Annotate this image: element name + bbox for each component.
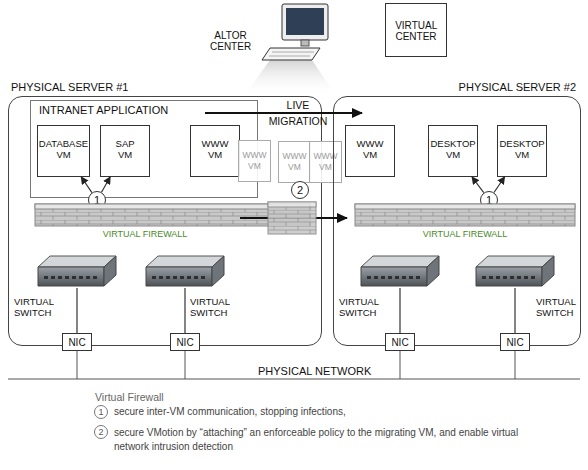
nic-box: NIC (62, 333, 92, 351)
switch-label: VIRTUAL SWITCH (339, 296, 379, 318)
nic-label: NIC (501, 337, 529, 348)
server-heading: PHYSICAL SERVER #2 (459, 82, 576, 93)
cable-line (184, 288, 185, 333)
arrow-label: LIVE MIGRATION (258, 97, 338, 129)
box-label: SAP VM (116, 138, 135, 160)
migrating-vm: WWW VM (238, 140, 271, 182)
callout-arrow (81, 177, 92, 193)
migration-arrow (205, 112, 362, 114)
vm-box: DESKTOP VM (497, 125, 547, 177)
callout-number: 2 (292, 185, 308, 196)
vm-box: VIRTUAL CENTER (385, 3, 447, 57)
box-label: DESKTOP VM (430, 138, 475, 160)
vm-box: DATABASE VM (37, 125, 90, 177)
server-box: PHYSICAL SERVER #1INTRANET APPLICATIONDA… (8, 96, 322, 346)
legend-text: secure inter-VM communication, stopping … (114, 406, 346, 418)
vm-label: WWW VM (282, 151, 306, 173)
brick-wall (355, 204, 575, 226)
firewall-label: VIRTUAL FIREWALL (355, 229, 575, 240)
nic-drop-line (77, 351, 78, 379)
switch-icon: VIRTUAL SWITCH (361, 254, 439, 288)
cable-line (514, 288, 515, 333)
legend-callout: 2 (94, 425, 108, 439)
console-label: ALTOR CENTER (210, 30, 251, 52)
vm-box: WWW VM (190, 125, 240, 177)
nic-label: NIC (386, 337, 414, 348)
vm-label: WWW VM (242, 150, 266, 172)
computer-icon: ALTOR CENTER (262, 2, 334, 64)
callout-arrow (472, 177, 484, 193)
switch-label: VIRTUAL SWITCH (190, 296, 230, 318)
callout-arrow (102, 177, 111, 192)
computer-drawing (262, 2, 334, 64)
callout-arrow (494, 177, 505, 193)
firewall-band: VIRTUAL FIREWALL (35, 204, 310, 226)
firewall-band: VIRTUAL FIREWALL (355, 204, 575, 226)
callout-number: 1 (95, 407, 107, 418)
migrating-vm: WWW VM (278, 141, 311, 183)
cable-line (76, 288, 77, 333)
switch-drawing (38, 254, 116, 288)
switch-drawing (361, 254, 439, 288)
switch-label: VIRTUAL SWITCH (14, 296, 54, 318)
vm-box: DESKTOP VM (428, 125, 478, 177)
legend-heading: Virtual Firewall (95, 391, 164, 403)
brick-wall (35, 204, 310, 226)
nic-box: NIC (385, 333, 415, 351)
group-heading: INTRANET APPLICATION (39, 105, 168, 116)
nic-box: NIC (500, 333, 530, 351)
cable-line (399, 288, 400, 333)
nic-drop-line (400, 351, 401, 379)
nic-drop-line (185, 351, 186, 379)
nic-drop-line (515, 351, 516, 379)
nic-box: NIC (170, 333, 200, 351)
nic-label: NIC (63, 337, 91, 348)
server-box: PHYSICAL SERVER #2WWW VMDESKTOP VMDESKTO… (333, 96, 581, 346)
legend-callout: 1 (94, 405, 108, 419)
box-label: VIRTUAL CENTER (395, 20, 437, 42)
box-label: WWW VM (202, 138, 229, 160)
switch-drawing (476, 254, 554, 288)
callout-circle: 2 (291, 181, 309, 199)
network-label: PHYSICAL NETWORK (258, 365, 371, 377)
box-label: DATABASE VM (39, 138, 88, 160)
nic-label: NIC (171, 337, 199, 348)
switch-icon: VIRTUAL SWITCH (146, 254, 224, 288)
switch-icon: VIRTUAL SWITCH (476, 254, 554, 288)
migrating-vm: WWW VM (309, 141, 342, 183)
network-line (8, 378, 580, 379)
switch-label: VIRTUAL SWITCH (536, 296, 576, 318)
callout-number: 2 (95, 427, 107, 438)
vm-box: SAP VM (100, 125, 150, 177)
firewall-label: VIRTUAL FIREWALL (35, 229, 255, 240)
switch-icon: VIRTUAL SWITCH (38, 254, 116, 288)
switch-drawing (146, 254, 224, 288)
vm-box: WWW VM (345, 125, 395, 177)
server-heading: PHYSICAL SERVER #1 (11, 82, 128, 93)
application-group: INTRANET APPLICATION DATABASE VM SAP VM WWW… (30, 100, 258, 198)
box-label: WWW VM (357, 138, 384, 160)
legend-text: secure VMotion by “attaching” an enforce… (114, 426, 546, 454)
box-label: DESKTOP VM (499, 138, 544, 160)
